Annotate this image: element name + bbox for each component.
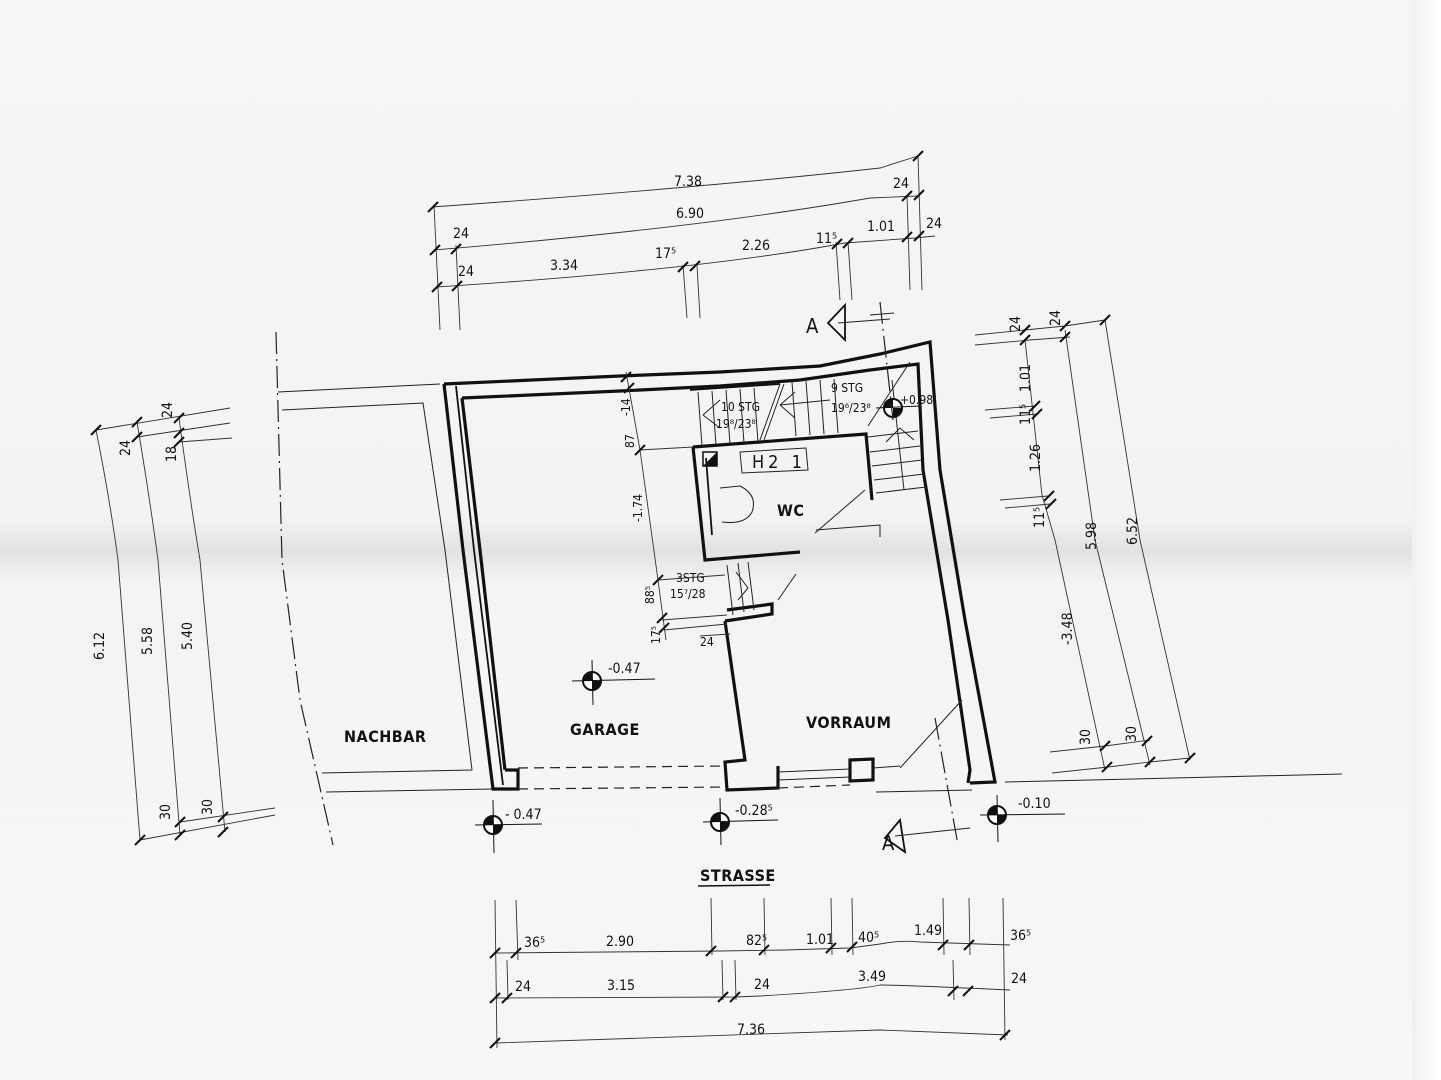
garage-door-line <box>517 765 726 769</box>
dim-right-1-01: 1.01 <box>1018 364 1034 392</box>
level-label-front-mid: -0.28⁵ <box>735 803 773 819</box>
dim-left-6-12: 6.12 <box>92 632 108 660</box>
garage-door-line-2 <box>517 786 726 790</box>
dim-int-17-5: 17⁵ <box>649 626 663 644</box>
dim-top-7-38: 7.38 <box>674 174 702 190</box>
dim-bot-2-90: 2.90 <box>606 934 634 950</box>
dimension-chain-interior <box>620 371 731 641</box>
dim-right-30-a: 30 <box>1078 729 1094 745</box>
dim-bot-1-01: 1.01 <box>806 932 834 948</box>
dimension-chain-bottom <box>489 897 1011 1049</box>
dim-right-24-b: 24 <box>1048 310 1064 326</box>
room-label-nachbar: NACHBAR <box>344 727 427 746</box>
section-marker-top: A <box>806 314 819 338</box>
dim-top-24-d: 24 <box>458 264 474 280</box>
stair-label-9stg: 9 STG <box>831 381 863 395</box>
stair-ratio-9stg: 19⁶/23⁸ <box>831 401 871 415</box>
dim-right-5-98: 5.98 <box>1084 522 1100 550</box>
dim-top-2-26: 2.26 <box>742 238 770 254</box>
dim-top-24-a: 24 <box>893 176 909 192</box>
dimension-chain-left <box>90 407 276 846</box>
dim-int-minus-1-74: -1.74 <box>631 494 645 522</box>
room-label-vorraum: VORRAUM <box>806 713 891 732</box>
level-marker-front-right <box>979 794 1066 843</box>
stairs <box>689 361 927 616</box>
dim-left-24-b: 24 <box>160 402 176 418</box>
dim-top-17-5: 17⁵ <box>655 246 676 262</box>
dim-left-5-40: 5.40 <box>180 622 196 650</box>
dim-right-1-26: 1.26 <box>1028 444 1044 472</box>
stair-ratio-10stg: 19⁸/23⁸ <box>716 417 756 431</box>
dim-bot-36-5-b: 36⁵ <box>1010 928 1031 944</box>
dim-int-24: 24 <box>700 635 714 649</box>
stair-label-10stg: 10 STG <box>721 400 760 414</box>
dim-top-11-5: 11⁵ <box>816 231 837 247</box>
paper-fold <box>1412 0 1441 1080</box>
dim-bot-24-c: 24 <box>1011 971 1027 987</box>
interior-walls <box>691 432 973 793</box>
level-marker-front-mid <box>702 797 779 846</box>
dim-bot-24-a: 24 <box>515 979 531 995</box>
dim-bot-1-49: 1.49 <box>914 923 942 939</box>
ground-line <box>1004 773 1343 783</box>
dim-top-1-01: 1.01 <box>867 219 895 235</box>
dim-right-minus-3-48: -3.48 <box>1060 612 1076 645</box>
level-label-front-left: - 0.47 <box>505 807 542 823</box>
dim-bot-3-49: 3.49 <box>858 969 886 985</box>
dim-right-11-5-b: 11⁵ <box>1032 507 1048 528</box>
dimension-chain-top <box>427 150 936 331</box>
level-marker-front-left <box>474 799 543 854</box>
dim-int-87: 87 <box>623 434 637 448</box>
street-underline <box>697 884 771 887</box>
property-line <box>275 331 334 846</box>
dim-right-24-a: 24 <box>1008 316 1024 332</box>
street-label: STRASSE <box>700 866 776 885</box>
dim-bot-36-5-a: 36⁵ <box>524 935 545 951</box>
room-label-wc: WC <box>777 501 804 520</box>
stair-label-3stg: 3STG <box>676 571 705 585</box>
dim-bot-40-5: 40⁵ <box>858 930 879 946</box>
exterior-walls <box>442 340 997 791</box>
dim-left-30-a: 30 <box>158 804 174 820</box>
dim-bot-7-36: 7.36 <box>737 1022 765 1038</box>
dim-int-88-5: 88⁵ <box>643 586 657 604</box>
section-line-a <box>826 301 971 854</box>
dim-top-24-b: 24 <box>453 226 469 242</box>
dim-bot-24-b: 24 <box>754 977 770 993</box>
dimension-chain-right <box>974 314 1196 774</box>
dim-top-24-c: 24 <box>926 216 942 232</box>
dim-right-11-5-a: 11⁵ <box>1018 404 1034 425</box>
dim-left-30-b: 30 <box>200 799 216 815</box>
room-label-garage: GARAGE <box>570 720 640 739</box>
dim-top-3-34: 3.34 <box>550 258 578 274</box>
level-label-garage: -0.47 <box>608 661 641 677</box>
level-label-stair-top: +0.98 <box>900 393 933 407</box>
dim-right-6-52: 6.52 <box>1125 517 1141 545</box>
dim-right-30-b: 30 <box>1124 726 1140 742</box>
dim-left-24-a: 24 <box>118 440 134 456</box>
stair-ratio-3stg: 15⁷/28 <box>670 587 706 601</box>
heating-label: H2 1 <box>752 452 806 473</box>
level-marker-garage <box>571 659 656 706</box>
dim-left-18: 18 <box>164 446 180 462</box>
dim-left-5-58: 5.58 <box>140 627 156 655</box>
section-marker-bottom: A <box>882 831 895 855</box>
dim-bot-82-5: 82⁵ <box>746 933 767 949</box>
dim-bot-3-15: 3.15 <box>607 978 635 994</box>
neighbor-outline <box>277 383 494 793</box>
dim-int-minus-14: -14 <box>619 398 633 416</box>
dim-top-6-90: 6.90 <box>676 206 704 222</box>
level-label-front-right: -0.10 <box>1018 796 1051 812</box>
